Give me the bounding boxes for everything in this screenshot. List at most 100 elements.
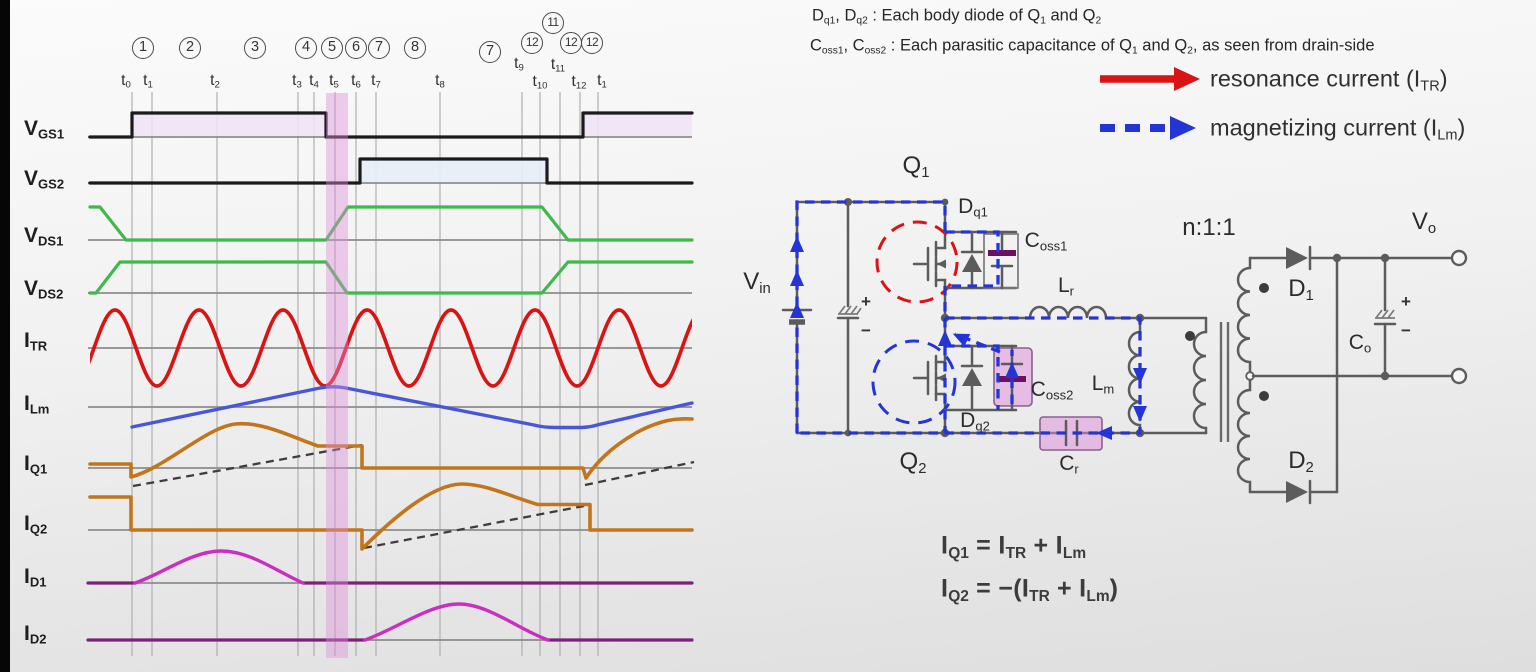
q2-current-arrow	[938, 330, 952, 346]
stage-marker-3: 3	[244, 37, 266, 59]
stage-marker-12: 12	[581, 32, 603, 54]
output-junction-dots	[1332, 253, 1390, 381]
coss2-current-arrow	[1005, 362, 1019, 378]
circuit-label-dq2: Dq2	[960, 409, 990, 434]
time-label: t8	[435, 72, 445, 91]
time-label: t1	[597, 72, 607, 91]
stage-marker-11: 11	[542, 12, 564, 34]
lr-inductor	[943, 305, 1208, 320]
stage-marker-12: 12	[560, 32, 582, 54]
llc-circuit-schematic	[781, 67, 1468, 505]
vin-current-arrow	[790, 270, 804, 286]
circuit-label-dq1: Dq1	[958, 195, 988, 220]
transformer-secondary-bottom	[1236, 378, 1252, 494]
legend-magnetizing-label: magnetizing current (ILm)	[1210, 114, 1466, 144]
itr-waveform	[90, 308, 692, 388]
stage-marker-7: 7	[368, 37, 390, 59]
circuit-label-cr: Cr	[1059, 452, 1079, 477]
signal-label-iq2: IQ2	[24, 512, 48, 537]
highlight-band-rect	[326, 93, 348, 658]
gate-pulse-fills	[132, 113, 692, 182]
dq1-body-diode	[943, 230, 1018, 290]
stage5-highlight-band	[326, 93, 348, 658]
iq1-dashed-ilm-right	[584, 460, 695, 487]
time-label: t5	[329, 72, 339, 91]
vo-terminal-bottom	[1450, 367, 1468, 385]
iq1-dashed-ilm	[132, 443, 363, 488]
vds1-waveform	[88, 205, 694, 242]
stage-marker-2: 2	[179, 37, 201, 59]
time-label: t11	[550, 56, 566, 75]
time-gridlines	[131, 92, 599, 656]
q1-resonance-loop-circle	[875, 220, 959, 304]
cr-current-arrow	[1096, 426, 1112, 440]
signal-label-itr: ITR	[24, 329, 48, 354]
iq2-waveform	[88, 482, 694, 551]
time-label: t1	[143, 72, 153, 91]
co-output-cap	[1373, 256, 1397, 378]
signal-label-vds1: VDS1	[24, 224, 64, 249]
stage-marker-1: 1	[132, 37, 154, 59]
id1-hump	[133, 549, 305, 585]
d2-diode	[1248, 479, 1339, 505]
signal-label-vgs2: VGS2	[24, 167, 65, 192]
circuit-label-vin: Vin	[743, 268, 771, 298]
iq1-waveform	[88, 417, 694, 480]
note-parasitic-caps: Coss1, Coss2 : Each parasitic capacitanc…	[810, 36, 1375, 57]
time-label: t7	[371, 72, 381, 91]
circuit-label-coss1: Coss1	[1024, 229, 1068, 254]
ilm-waveform	[130, 385, 694, 430]
signal-label-vgs1: VGS1	[24, 117, 65, 142]
signal-label-ilm: ILm	[24, 392, 50, 417]
signal-label-id2: ID2	[24, 622, 47, 647]
coss2-diagonal-arrow	[952, 333, 971, 347]
vin-current-arrow	[790, 236, 804, 252]
id2-hump	[363, 602, 550, 642]
time-label: t0	[121, 72, 131, 91]
circuit-label-q2: Q2	[899, 448, 927, 478]
circuit-label-co: Co	[1348, 331, 1372, 356]
circuit-label-q1: Q1	[902, 152, 930, 182]
vgs2-waveform	[88, 157, 694, 185]
transformer-core	[1219, 322, 1230, 442]
stage-marker-12: 12	[521, 32, 543, 54]
waveforms	[86, 111, 695, 642]
circuit-label-vin-plus: +	[861, 292, 871, 311]
primary-polarity-dot	[1185, 331, 1195, 341]
q2-mosfet	[912, 316, 947, 435]
d1-diode	[1248, 245, 1454, 271]
circuit-label-coss2: Coss2	[1030, 378, 1074, 403]
transformer-secondary-top	[1236, 256, 1252, 374]
stage-marker-4: 4	[295, 37, 317, 59]
transformer-primary	[1192, 316, 1208, 435]
secondary-top-polarity-dot	[1259, 283, 1269, 293]
dq2-body-diode	[943, 344, 1018, 412]
coss1-capacitor	[983, 230, 1019, 290]
circuit-label-co-minus: −	[1401, 321, 1411, 340]
legend-magnetizing-arrow	[1100, 116, 1196, 140]
signal-label-id1: ID1	[24, 565, 47, 590]
vgs1-waveform	[88, 111, 694, 139]
circuit-label-vin-minus: −	[861, 321, 871, 340]
signal-label-iq1: IQ1	[24, 452, 48, 477]
signal-label-vds2: VDS2	[24, 277, 64, 302]
secondary-bottom-polarity-dot	[1259, 391, 1269, 401]
time-label: t3	[292, 72, 302, 91]
circuit-label-vo: Vo	[1411, 208, 1437, 238]
equation-iq2: IQ2 = −(ITR + ILm)	[941, 574, 1119, 605]
time-label: t6	[351, 72, 361, 91]
circuit-label-co-plus: +	[1401, 292, 1411, 311]
time-label: t4	[309, 72, 319, 91]
circuit-label-d1: D1	[1288, 275, 1314, 305]
vin-current-arrow	[790, 302, 804, 318]
circuit-label-lr: Lr	[1057, 274, 1075, 299]
equation-iq1: IQ1 = ITR + ILm	[941, 531, 1087, 562]
q2-magnetizing-loop-circle	[871, 339, 957, 425]
legend-resonance-arrow	[1100, 67, 1200, 91]
stage-marker-5: 5	[321, 37, 343, 59]
vds2-waveform	[88, 260, 694, 295]
note-body-diodes: Dq1, Dq2 : Each body diode of Q1 and Q2	[812, 6, 1102, 27]
time-label: t9	[514, 55, 524, 74]
